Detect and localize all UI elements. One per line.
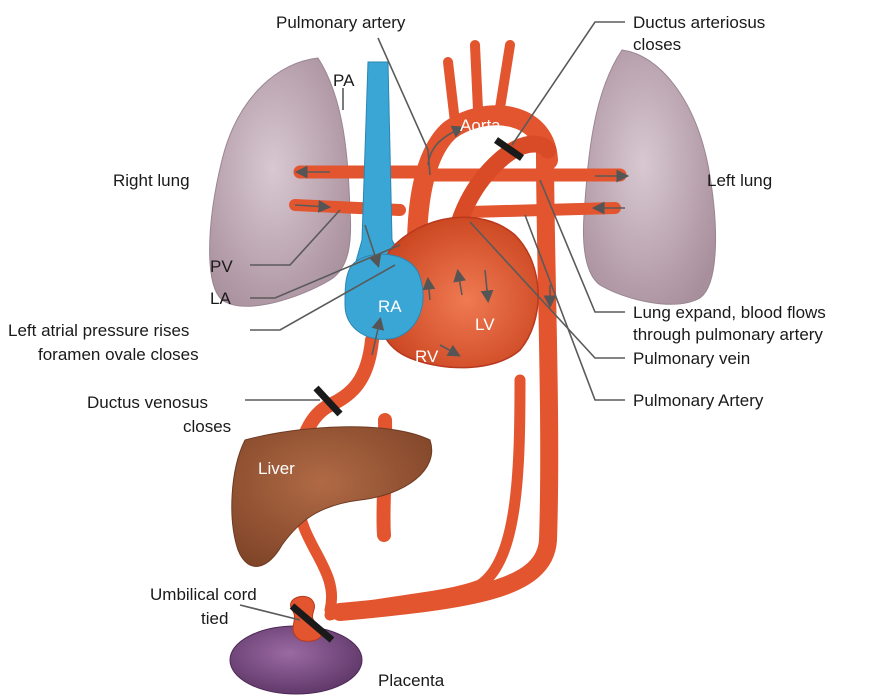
label-left-atrial-line1: Left atrial pressure rises [8,321,189,340]
arch-branch-2 [475,45,478,110]
label-rv: RV [415,347,439,366]
arch-branch-1 [448,62,455,122]
liver [232,427,432,567]
label-right-lung: Right lung [113,171,190,190]
arch-branch-3 [500,45,510,108]
label-liver: Liver [258,459,295,478]
label-umbilical-line1: Umbilical cord [150,585,257,604]
label-pv: PV [210,257,233,276]
label-ra: RA [378,297,402,316]
label-lung-expand-line2: through pulmonary artery [633,325,823,344]
label-umbilical-line2: tied [201,609,228,628]
label-ductus-arteriosus-line2: closes [633,35,681,54]
label-la: LA [210,289,231,308]
label-lung-expand-line1: Lung expand, blood flows [633,303,826,322]
label-lv: LV [475,315,495,334]
label-pulmonary-artery-top: Pulmonary artery [276,13,406,32]
label-pulmonary-artery-right: Pulmonary Artery [633,391,764,410]
label-pulmonary-vein: Pulmonary vein [633,349,750,368]
pulmonary-vein-left [470,208,615,212]
label-left-lung: Left lung [707,171,772,190]
label-pa: PA [333,71,355,90]
label-ductus-venosus-line1: Ductus venosus [87,393,208,412]
label-ductus-arteriosus-line1: Ductus arteriosus [633,13,765,32]
label-ductus-venosus-line2: closes [183,417,231,436]
label-aorta: Aorta [460,116,501,135]
label-placenta: Placenta [378,671,445,690]
label-left-atrial-line2: foramen ovale closes [38,345,199,364]
